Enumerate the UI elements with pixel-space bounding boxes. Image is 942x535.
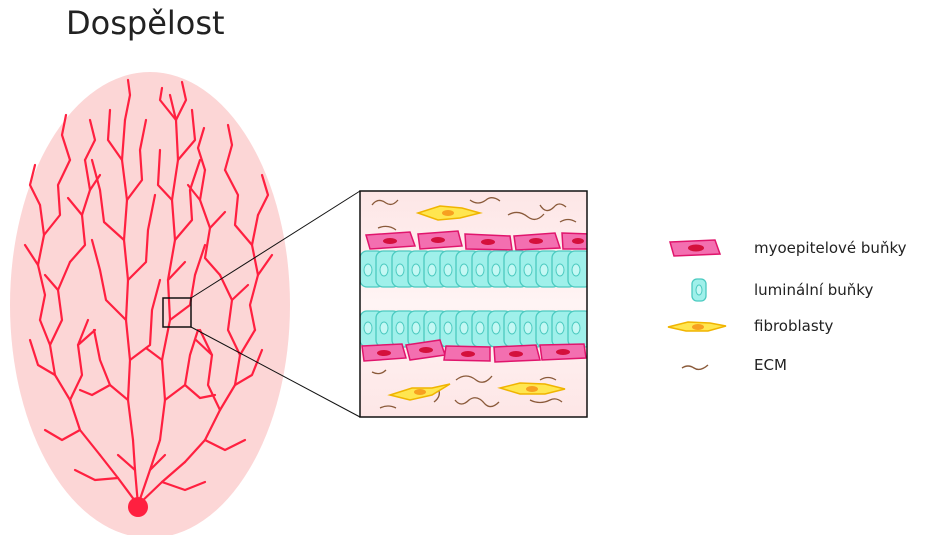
legend-label: ECM — [754, 356, 787, 374]
mammary-gland — [10, 72, 290, 535]
legend-label: fibroblasty — [754, 317, 833, 335]
fibroblast-icon — [660, 314, 730, 338]
legend-item-myoepithelial: myoepitelové buňky — [660, 236, 730, 260]
nipple — [128, 497, 148, 517]
zoom-panel — [360, 191, 592, 417]
ecm-fiber-icon — [660, 353, 730, 377]
legend-label: luminální buňky — [754, 281, 873, 299]
luminal-cell-icon — [660, 278, 730, 302]
legend-item-ecm: ECM — [660, 353, 730, 377]
legend-label: myoepitelové buňky — [754, 239, 906, 257]
myoepithelial-cell-icon — [660, 236, 730, 260]
legend-item-fibroblast: fibroblasty — [660, 314, 730, 338]
legend-item-luminal: luminální buňky — [660, 278, 730, 302]
